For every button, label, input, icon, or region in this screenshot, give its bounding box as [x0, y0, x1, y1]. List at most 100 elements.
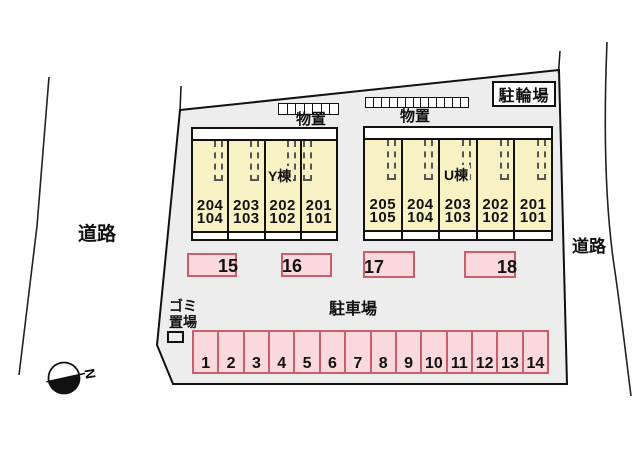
storage-cell — [305, 104, 314, 114]
garbage-label-line1: ゴミ — [169, 298, 197, 314]
storage-cell — [461, 98, 468, 107]
unit-number-lower: 101 — [519, 209, 547, 226]
road-label-right: 道路 — [572, 237, 606, 256]
parking-space-number: 17 — [364, 257, 385, 277]
north-compass-icon: N — [46, 361, 99, 395]
parking-stall-4: 4 — [268, 330, 296, 374]
parking-stall-1: 1 — [192, 330, 220, 374]
unit-base-strip — [477, 232, 514, 239]
unit-number-upper: 203 — [444, 196, 472, 213]
garbage-enclosure-icon — [167, 331, 184, 343]
unit-base-strip — [301, 233, 336, 239]
unit-number-upper: 204 — [407, 196, 434, 213]
compass-needle-line — [46, 372, 86, 383]
building-label: Y棟 — [266, 166, 294, 186]
boundary-spur-right — [557, 50, 561, 74]
storage-cell — [279, 104, 288, 114]
parking-space-number: 16 — [282, 256, 303, 276]
parking-stall-3: 3 — [242, 330, 271, 374]
road-label-left: 道路 — [77, 224, 116, 245]
unit-base-strip — [193, 233, 228, 239]
unit-base-strip — [440, 232, 476, 239]
unit-number-upper: 205 — [369, 196, 397, 213]
stairwell-dashed-icon — [537, 140, 547, 180]
storage-cell — [453, 98, 462, 107]
storage-cell — [445, 98, 454, 107]
unit-number-lower: 103 — [233, 210, 260, 227]
parking-space-number: 15 — [217, 256, 238, 276]
unit-number-upper: 201 — [519, 196, 547, 213]
parking-space-15: 15 — [187, 253, 238, 277]
unit-base-strip — [265, 233, 300, 239]
storage-cell — [421, 98, 430, 107]
parking-stall-12: 12 — [470, 330, 499, 374]
parking-space-number: 18 — [496, 257, 517, 277]
storage-cell — [322, 104, 331, 114]
building-corridor — [193, 129, 336, 141]
bicycle-parking-sign: 駐輪場 — [492, 81, 556, 107]
parking-stall-7: 7 — [344, 330, 372, 374]
unit-base-strip — [229, 233, 264, 239]
parking-stall-14: 14 — [521, 330, 550, 374]
storage-cell — [313, 104, 322, 114]
storage-cell — [366, 98, 374, 107]
storage-cell — [429, 98, 438, 107]
storage-cell — [437, 98, 446, 107]
stairwell-dashed-icon — [424, 140, 434, 180]
storage-cell — [374, 98, 382, 107]
unit-number-upper: 204 — [196, 197, 224, 214]
unit-number-upper: 203 — [233, 197, 260, 214]
storage-cell — [390, 98, 398, 107]
garbage-label-line2: 置場 — [169, 314, 197, 330]
storage-cell — [406, 98, 414, 107]
parking-stall-10: 10 — [420, 330, 448, 374]
boundary-spur-left — [179, 85, 182, 113]
parking-stall-9: 9 — [394, 330, 423, 374]
storage-strip-right — [365, 97, 469, 108]
parking-stall-2: 2 — [217, 330, 245, 374]
unit-base-strip — [515, 232, 551, 239]
unit-number-lower: 103 — [444, 209, 472, 226]
parking-stall-5: 5 — [293, 330, 321, 374]
unit-number-lower: 104 — [196, 210, 224, 227]
stairwell-dashed-icon — [302, 141, 312, 181]
building-label: U棟 — [442, 165, 471, 185]
storage-label-left: 物置 — [295, 111, 326, 128]
road-line-left — [18, 76, 50, 376]
unit-number-lower: 102 — [482, 209, 509, 226]
parking-stall-11: 11 — [445, 330, 473, 374]
storage-cell — [382, 98, 390, 107]
storage-cell — [288, 104, 297, 114]
parking-lot-label: 駐車場 — [328, 301, 377, 318]
parking-space-17: 17 — [363, 251, 415, 278]
unit-number-upper: 202 — [269, 197, 296, 214]
storage-cell — [296, 104, 305, 114]
storage-cell — [398, 98, 406, 107]
storage-label-right: 物置 — [399, 108, 430, 125]
parking-stall-13: 13 — [496, 330, 524, 374]
unit-number-lower: 102 — [269, 210, 296, 227]
garbage-area-label: ゴミ 置場 — [163, 298, 203, 330]
unit-base-strip — [402, 232, 439, 239]
